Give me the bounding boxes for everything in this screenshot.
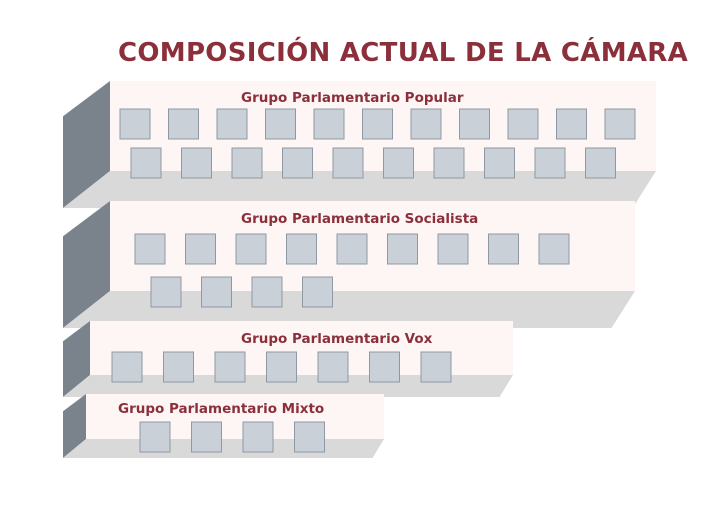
seat-mixto (191, 421, 222, 453)
seat-vox (266, 351, 297, 383)
seat-popular (216, 108, 248, 140)
seat-popular (119, 108, 151, 140)
page-title: COMPOSICIÓN ACTUAL DE LA CÁMARA (118, 38, 689, 68)
seat-vox (317, 351, 349, 383)
seat-socialista (235, 233, 267, 265)
seat-socialista (150, 276, 182, 308)
seat-popular (231, 147, 263, 179)
seat-mixto (139, 421, 171, 453)
tier-side-mixto (63, 394, 86, 458)
seat-socialista (286, 233, 317, 265)
seat-socialista (302, 276, 333, 308)
seat-popular (410, 108, 442, 140)
seat-popular (362, 108, 393, 140)
seat-vox (420, 351, 452, 383)
tier-panel-mixto (86, 394, 384, 439)
seat-popular (556, 108, 587, 140)
seat-socialista (488, 233, 519, 265)
seat-popular (484, 147, 515, 179)
seat-vox (163, 351, 194, 383)
seat-popular (265, 108, 296, 140)
seat-popular (585, 147, 616, 179)
seat-socialista (251, 276, 283, 308)
seat-popular (168, 108, 199, 140)
seat-mixto (242, 421, 274, 453)
seat-vox (111, 351, 143, 383)
group-label-popular: Grupo Parlamentario Popular (241, 90, 464, 106)
seat-popular (130, 147, 162, 179)
group-label-vox: Grupo Parlamentario Vox (241, 331, 433, 347)
group-label-socialista: Grupo Parlamentario Socialista (241, 211, 478, 227)
seat-popular (282, 147, 313, 179)
seat-vox (369, 351, 400, 383)
tier-side-popular (63, 81, 110, 208)
seat-popular (313, 108, 345, 140)
seat-popular (433, 147, 465, 179)
tier-floor-popular (63, 171, 656, 208)
seat-popular (459, 108, 490, 140)
seat-vox (214, 351, 246, 383)
seat-mixto (294, 421, 325, 453)
seat-socialista (437, 233, 469, 265)
seat-popular (332, 147, 364, 179)
seat-socialista (336, 233, 368, 265)
seat-socialista (201, 276, 232, 308)
seat-socialista (185, 233, 216, 265)
seat-socialista (387, 233, 418, 265)
tier-side-socialista (63, 201, 110, 328)
seat-popular (507, 108, 539, 140)
tier-floor-mixto (63, 439, 384, 458)
seat-popular (604, 108, 636, 140)
seat-popular (383, 147, 414, 179)
seat-socialista (538, 233, 570, 265)
group-label-mixto: Grupo Parlamentario Mixto (118, 401, 324, 417)
seat-popular (534, 147, 566, 179)
tier-side-vox (63, 321, 90, 397)
seat-socialista (134, 233, 166, 265)
seat-popular (181, 147, 212, 179)
